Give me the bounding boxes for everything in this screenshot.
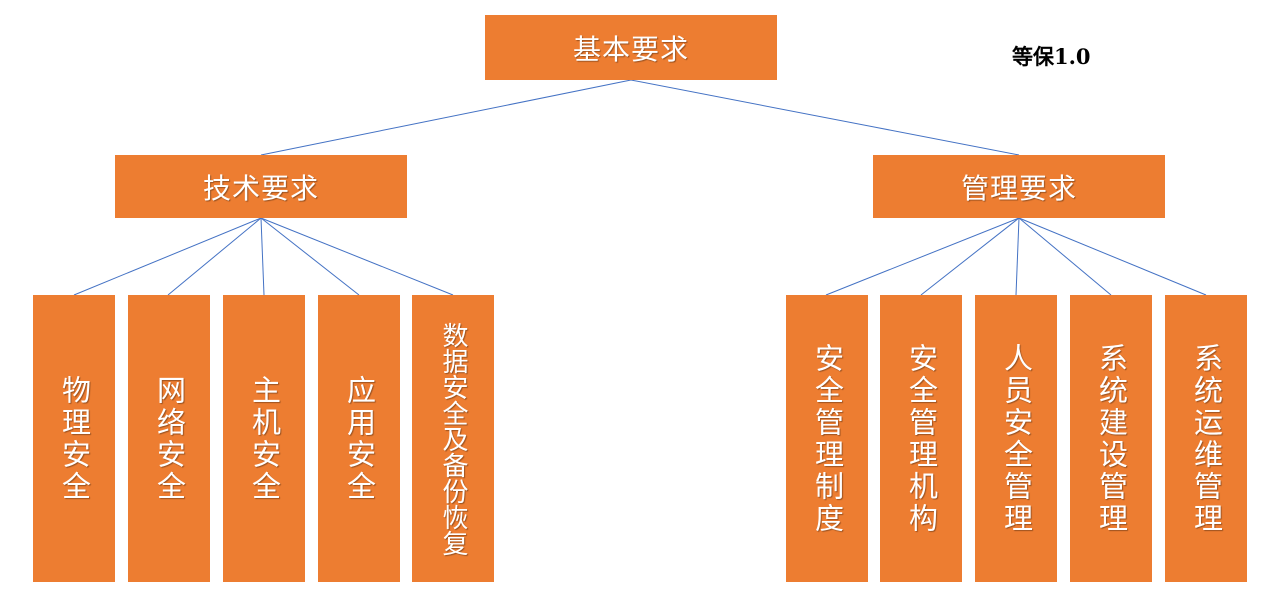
management-requirements-node: 管理要求: [873, 155, 1165, 218]
root-node: 基本要求: [485, 15, 777, 80]
connector-management-2: [920, 217, 1020, 296]
connector-management-3: [1015, 217, 1020, 296]
connector-root-management: [630, 79, 1020, 156]
system-construction-management-node: 系统建设管理: [1070, 295, 1152, 582]
host-security-node: 主机安全: [223, 295, 305, 582]
security-management-organization-node: 安全管理机构: [880, 295, 962, 582]
connector-root-technical: [260, 79, 632, 156]
connector-technical-2: [167, 217, 262, 296]
connector-management-4: [1018, 217, 1112, 296]
connector-technical-5: [260, 217, 454, 296]
application-security-node: 应用安全: [318, 295, 400, 582]
network-security-node: 网络安全: [128, 295, 210, 582]
connector-technical-1: [73, 217, 262, 296]
connector-management-5: [1018, 217, 1207, 296]
physical-security-node: 物理安全: [33, 295, 115, 582]
data-security-backup-node: 数据安全及备份恢复: [412, 295, 494, 582]
version-label: 等保1.0: [1012, 44, 1091, 69]
system-operation-management-node: 系统运维管理: [1165, 295, 1247, 582]
personnel-security-management-node: 人员安全管理: [975, 295, 1057, 582]
connector-management-1: [825, 217, 1020, 296]
security-management-policy-node: 安全管理制度: [786, 295, 868, 582]
technical-requirements-node: 技术要求: [115, 155, 407, 218]
connector-technical-4: [260, 217, 360, 296]
connector-technical-3: [260, 217, 265, 296]
